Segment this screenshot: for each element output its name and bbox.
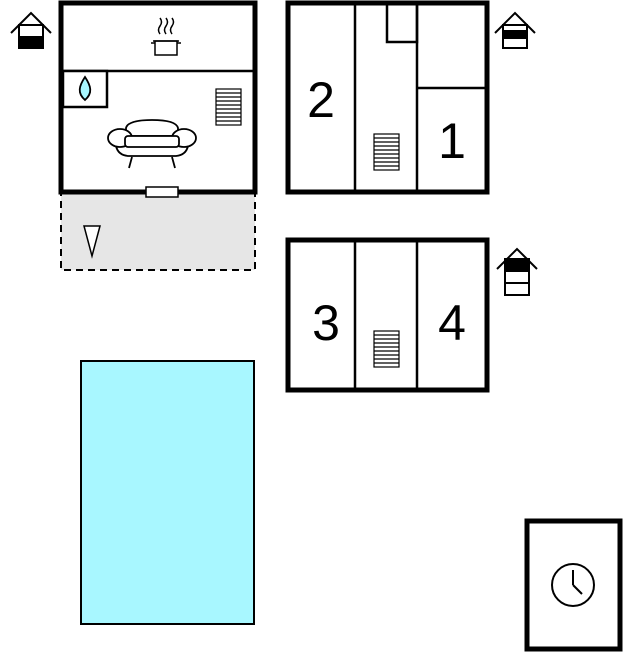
room-number: 3 — [312, 295, 340, 351]
house-level-icon — [10, 11, 52, 49]
water-drop-icon — [78, 75, 92, 102]
lamp-icon — [83, 225, 101, 259]
room-number: 4 — [438, 295, 466, 351]
swimming-pool — [80, 360, 255, 625]
cooking-pot-icon — [151, 17, 181, 56]
staircase-icon — [215, 88, 242, 126]
upper-toilet — [385, 1, 419, 44]
staircase-icon — [373, 133, 400, 171]
house-level-icon — [494, 11, 536, 49]
entrance-door — [145, 186, 179, 198]
bedroom-building-upper — [285, 0, 490, 195]
sofa-icon — [107, 119, 197, 169]
clock-icon — [551, 563, 595, 607]
room-number: 2 — [307, 72, 335, 128]
house-level-icon — [496, 247, 538, 296]
staircase-icon — [373, 330, 400, 368]
room-number: 1 — [438, 113, 466, 169]
